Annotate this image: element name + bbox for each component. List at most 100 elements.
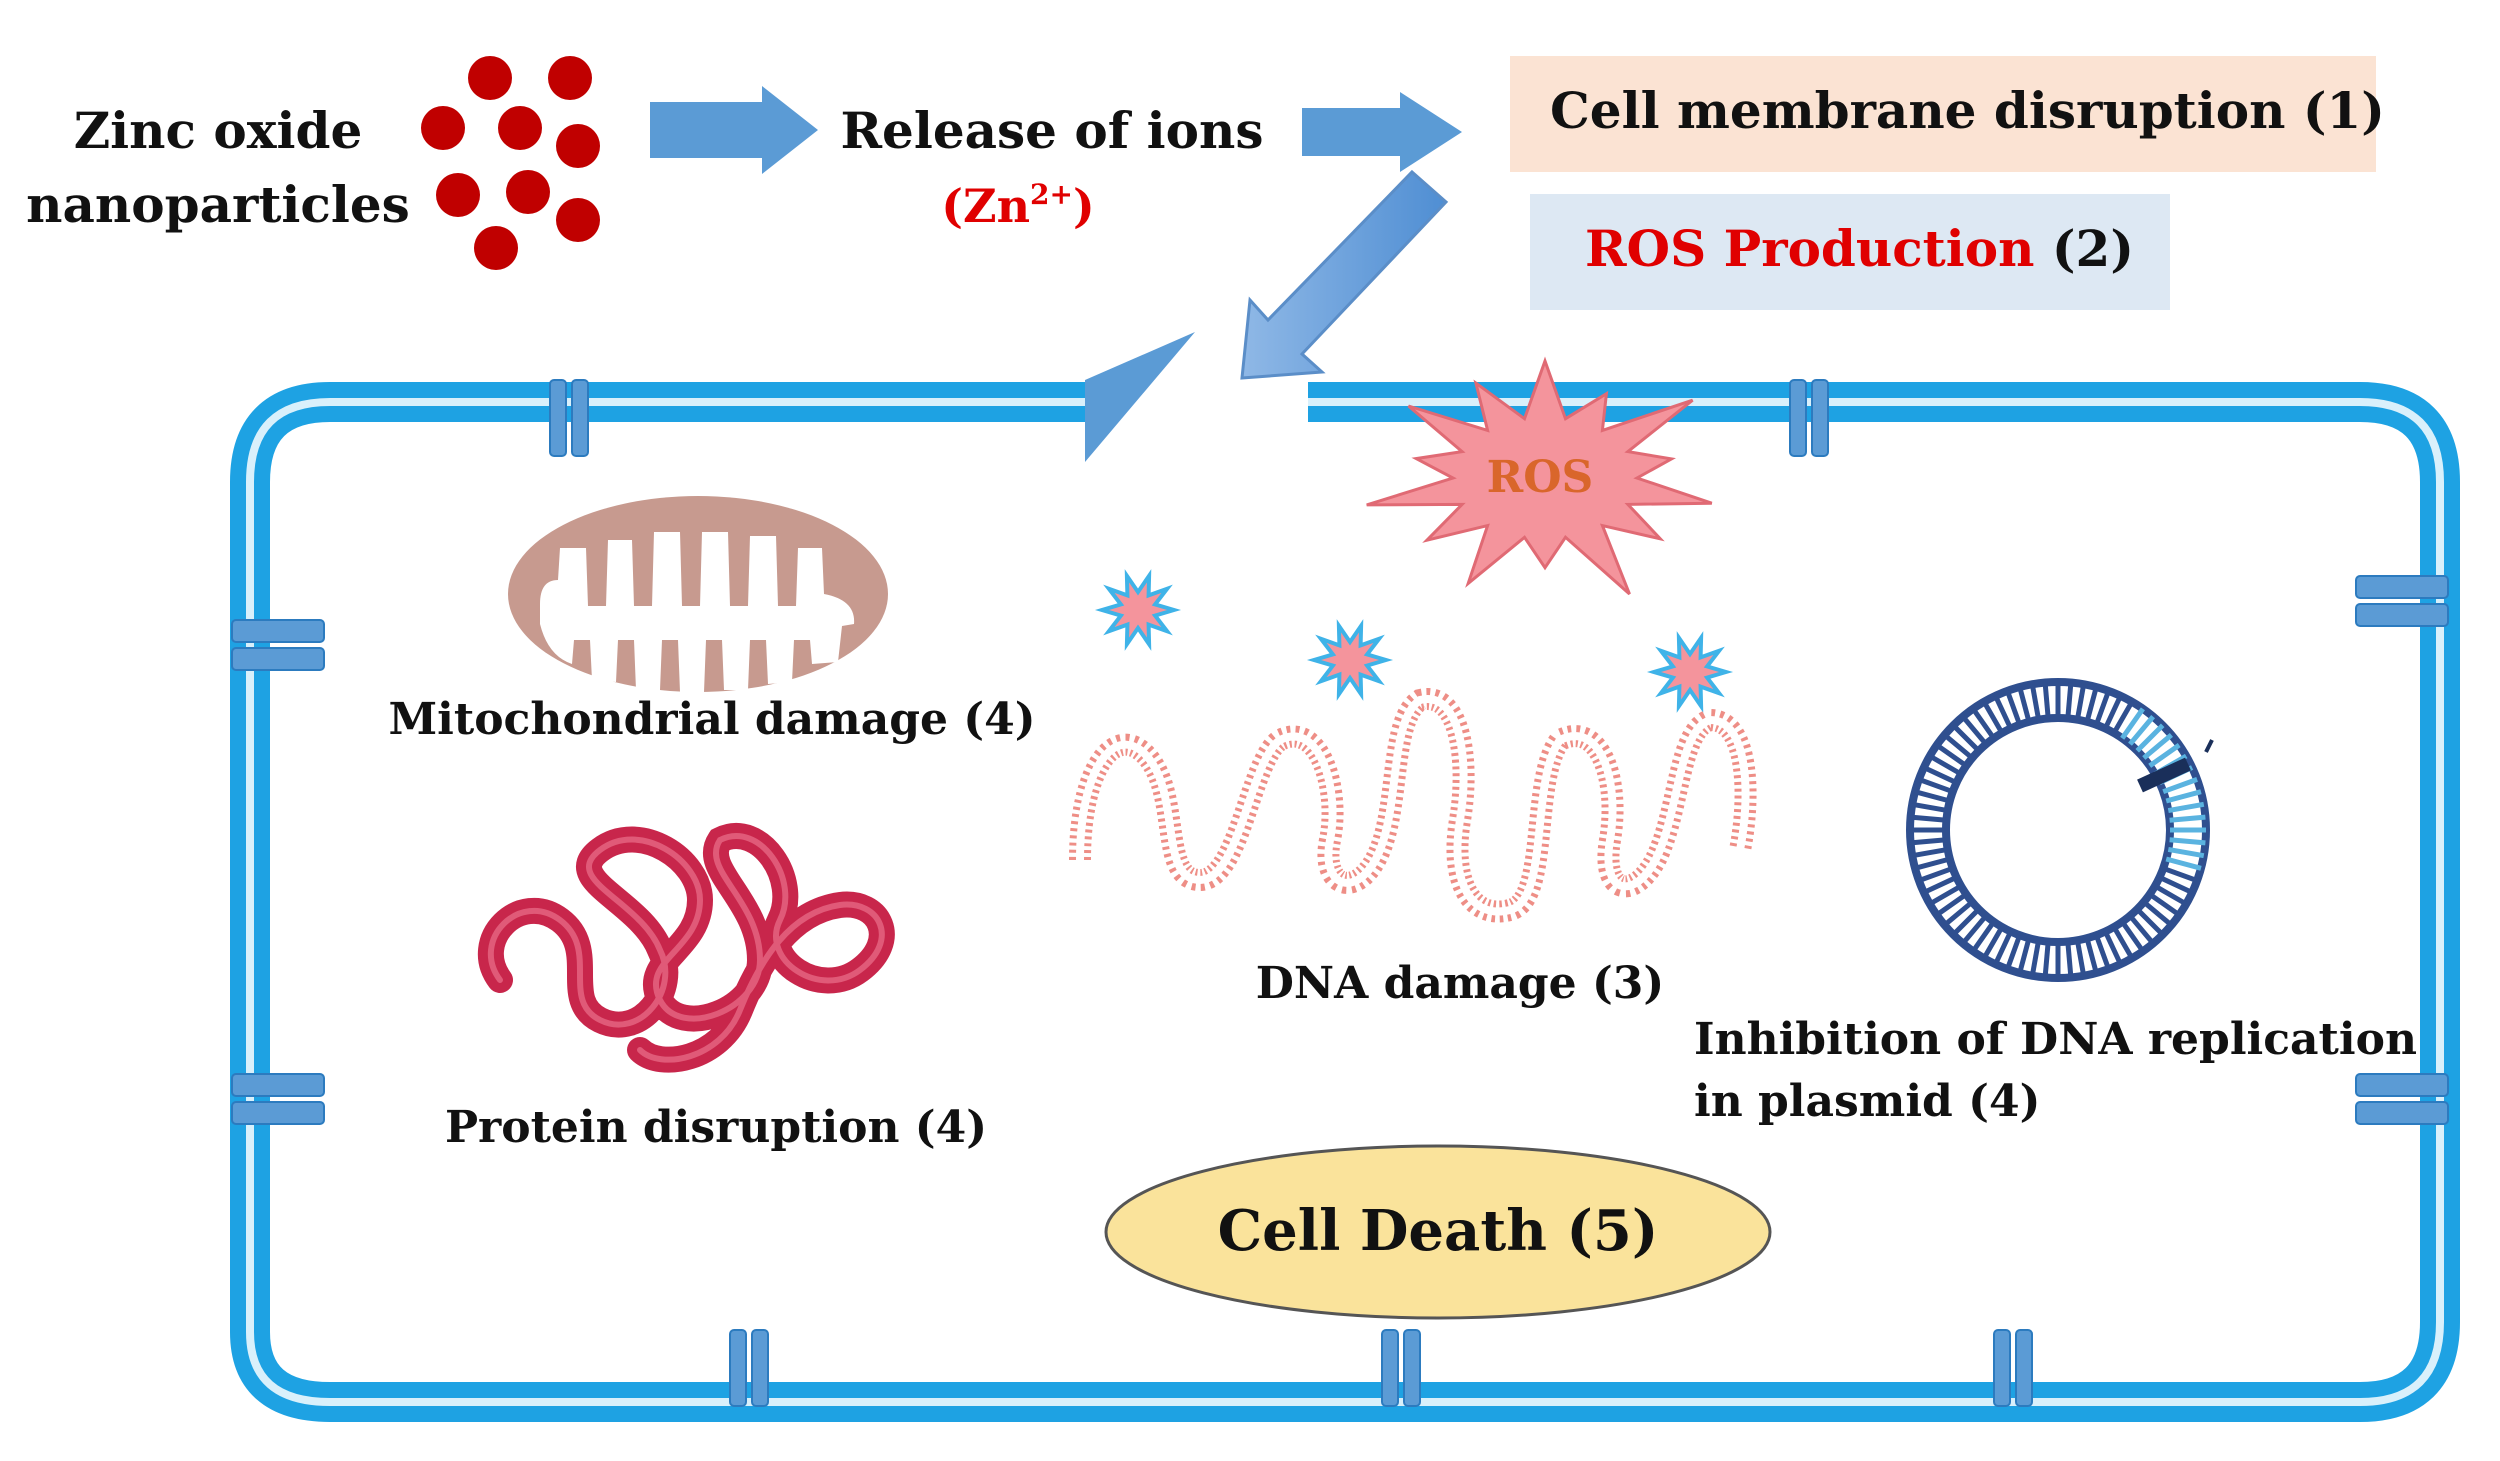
plasmid-tick	[2111, 925, 2135, 960]
plasmid-tick	[2017, 937, 2032, 974]
membrane-tear	[1085, 332, 1195, 462]
plasmid-tick	[1918, 865, 1954, 883]
nanoparticle-dot	[556, 198, 600, 242]
plasmid-tick	[2029, 683, 2042, 721]
dna-label: DNA damage (3)	[1256, 958, 1665, 1009]
zno-source: Zinc oxide nanoparticles	[26, 56, 600, 270]
nanoparticle-dot	[556, 124, 600, 168]
membrane-channel	[751, 1329, 769, 1407]
plasmid-tick	[2042, 682, 2051, 719]
membrane-channel	[2355, 1073, 2449, 1097]
plasmid-tick	[2153, 883, 2188, 907]
ros-production-text: ROS Production	[1585, 219, 2034, 278]
flow-arrow-into-cell	[1240, 169, 1449, 380]
ros-burst-label: ROS	[1487, 452, 1594, 503]
nanoparticle-dot	[436, 173, 480, 217]
cell-death: Cell Death (5)	[1104, 1144, 1772, 1320]
plasmid-tick	[2167, 801, 2205, 814]
plasmid-tick	[1922, 875, 1958, 895]
nanoparticle-dot	[506, 170, 550, 214]
plasmid-tick	[1928, 753, 1963, 777]
plasmid-tick	[2093, 690, 2111, 726]
membrane-channel	[729, 1329, 747, 1407]
plasmid-tick	[2084, 686, 2099, 723]
cell-death-label: Cell Death (5)	[1218, 1198, 1659, 1264]
plasmid-tick	[1951, 723, 1981, 753]
membrane-channel	[231, 1073, 325, 1097]
ion-label: (Zn2+)	[941, 178, 1095, 233]
plasmid-tick	[1951, 907, 1981, 937]
plasmid-tick	[2074, 939, 2087, 977]
plasmid-tick	[1914, 789, 1951, 804]
plasmid-tick	[2065, 682, 2074, 719]
membrane-channel	[2015, 1329, 2033, 1407]
plasmid-tick	[1911, 801, 1949, 814]
plasmid-tick	[2017, 686, 2032, 723]
plasmid-tick	[1918, 777, 1954, 795]
nanoparticle-dot	[498, 106, 542, 150]
protein-coil-highlight	[487, 833, 885, 1063]
ion-base: (Zn	[941, 179, 1030, 233]
plasmid-ring-icon	[1906, 678, 2210, 982]
cell-membrane	[230, 332, 2460, 1422]
membrane-channel	[2355, 575, 2449, 599]
arrow-down-left-icon	[1240, 169, 1449, 380]
ros-production-box: ROS Production (2)	[1530, 194, 2170, 310]
membrane-channel	[231, 619, 325, 643]
membrane-channel	[231, 1101, 325, 1125]
ion-close: )	[1073, 179, 1095, 233]
plasmid-tick	[1911, 846, 1949, 859]
zno-label-line2: nanoparticles	[26, 175, 410, 234]
plasmid-tick	[2128, 914, 2156, 946]
membrane-channel	[2355, 1101, 2449, 1125]
arrow-right-icon	[1302, 92, 1462, 172]
membrane-channel	[1403, 1329, 1421, 1407]
ros-production-label: ROS Production (2)	[1585, 219, 2134, 278]
plasmid-tick	[2142, 900, 2174, 928]
dna-strand-core	[1076, 695, 1750, 916]
nanoparticle-dot	[548, 56, 592, 100]
flow-arrow-2	[1302, 92, 1462, 172]
flow-arrow-1	[650, 86, 818, 174]
plasmid-tick	[1960, 714, 1988, 746]
protein: Protein disruption (4)	[445, 823, 987, 1153]
plasmid: Inhibition of DNA replication in plasmid…	[1694, 678, 2417, 1127]
plasmid-tick	[2165, 789, 2202, 804]
plasmid-tick	[2029, 939, 2042, 977]
membrane-disruption-label: Cell membrane disruption (1)	[1550, 81, 2385, 140]
nanoparticle-dot	[468, 56, 512, 100]
mitochondrion: Mitochondrial damage (4)	[388, 496, 1036, 745]
plasmid-tick	[2084, 937, 2099, 974]
plasmid-tick	[2135, 723, 2165, 753]
plasmid-tick	[2169, 837, 2206, 846]
plasmid-tick	[2120, 707, 2145, 740]
plasmid-tick	[2005, 934, 2023, 970]
membrane-channel	[1789, 379, 1807, 457]
release-of-ions: Release of ions (Zn2+)	[840, 101, 1263, 233]
release-label: Release of ions	[840, 101, 1263, 160]
plasmid-tick	[2169, 814, 2206, 823]
plasmid-tick	[1922, 765, 1958, 785]
plasmid-tick	[2128, 714, 2156, 746]
plasmid-tick	[1935, 892, 1968, 917]
plasmid-cut-marker	[2137, 757, 2191, 793]
ros-box-bg	[1530, 194, 2170, 310]
cell-death-ellipse	[1104, 1144, 1772, 1320]
plasmid-tick	[1971, 707, 1996, 740]
ros-burst-icon	[1366, 356, 1713, 596]
plasmid-tick	[2042, 941, 2051, 978]
plasmid-tick	[2148, 892, 2181, 917]
ros-small-star-icon	[1646, 631, 1734, 713]
plasmid-tick	[1993, 694, 2013, 730]
membrane-channel	[1811, 379, 1829, 457]
mitochondrion-cristae	[540, 532, 855, 692]
plasmid-tick	[2142, 732, 2174, 760]
ros-small-stars	[1094, 569, 1734, 713]
protein-label: Protein disruption (4)	[445, 1102, 987, 1153]
plasmid-tick	[2135, 907, 2165, 937]
nanoparticle-dot	[474, 226, 518, 270]
membrane-channel	[1381, 1329, 1399, 1407]
plasmid-tick	[1981, 925, 2005, 960]
plasmid-tick	[2165, 856, 2202, 871]
